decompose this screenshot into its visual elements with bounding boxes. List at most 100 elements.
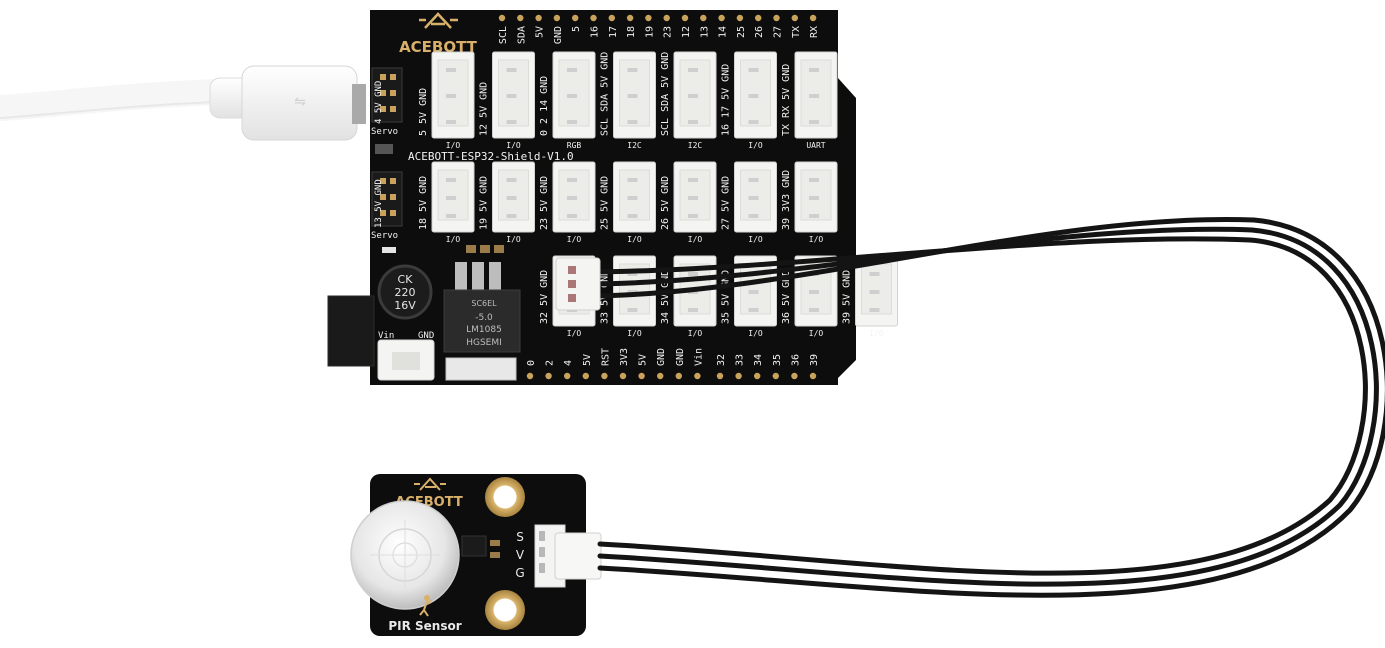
header-pin <box>390 194 396 200</box>
socket-contact <box>567 178 577 182</box>
bottom-pin-label: Vin <box>693 348 704 366</box>
header-pin <box>657 372 664 380</box>
cable-plug-on-shield <box>555 257 601 311</box>
sensor-name: PIR Sensor <box>388 619 461 633</box>
smd-component <box>375 144 393 154</box>
port-pin-label: 32 5V GND <box>539 270 550 324</box>
socket-contact <box>809 178 819 182</box>
socket-contact <box>688 272 698 276</box>
plug-contact <box>568 294 576 302</box>
socket-contact <box>869 290 880 294</box>
header-pin <box>590 14 597 22</box>
socket-contact <box>748 214 759 218</box>
socket-contact <box>627 94 638 98</box>
header-pin <box>553 14 561 22</box>
bottom-pin-label: 0 <box>526 360 537 366</box>
port-pin-label: 18 5V GND <box>418 176 429 230</box>
usb-c-metal <box>352 84 366 124</box>
grove-socket <box>861 263 892 315</box>
socket-contact <box>506 214 517 218</box>
bottom-pin-label: 39 <box>809 354 820 366</box>
top-pin-label: GND <box>553 26 564 44</box>
header-pin <box>638 372 645 380</box>
grove-socket <box>800 169 832 221</box>
sensor-pin-label-g: G <box>515 566 524 580</box>
top-pin-label: 27 <box>773 26 784 38</box>
port-tag: I/O <box>627 235 642 244</box>
header-pin <box>498 14 506 22</box>
port-pin-label: 27 5V GND <box>721 176 732 230</box>
pir-sensor-board: ACEBOTT PIR Sensor S V G <box>350 474 602 636</box>
servo-tag: Servo <box>371 231 398 241</box>
port-tag: I2C <box>688 141 703 150</box>
socket-contact <box>688 68 698 72</box>
header-pin <box>791 14 798 22</box>
socket-contact <box>809 196 819 200</box>
socket-contact <box>869 308 880 312</box>
port-pin-label: TX RX 5V GND <box>781 64 792 136</box>
socket-contact <box>446 214 456 218</box>
port-pin-label: 5 5V GND <box>418 88 429 136</box>
top-pin-label: 17 <box>608 26 619 38</box>
port-pin-label: 25 5V GND <box>600 176 611 230</box>
grove-socket <box>558 169 590 221</box>
sensor-chip <box>461 535 487 557</box>
top-pin-label: SDA <box>516 26 527 44</box>
top-pin-label: 18 <box>626 26 637 38</box>
header-pin <box>755 14 762 22</box>
port-pin-label: SCL SDA 5V GND <box>600 52 611 136</box>
grove-socket <box>437 169 469 221</box>
top-pin-label: 5V <box>535 26 546 38</box>
bottom-pin-label: 35 <box>772 354 783 366</box>
port-tag: I/O <box>567 329 582 338</box>
header-pin <box>619 372 627 380</box>
shield-model-label: ACEBOTT-ESP32-Shield-V1.0 <box>408 150 574 163</box>
servo-pin-label: 4 5V GND <box>374 81 384 124</box>
power-label-vin: Vin <box>378 331 394 341</box>
top-pin-label: 23 <box>663 26 674 38</box>
socket-contact <box>688 308 698 312</box>
socket-contact <box>506 196 517 200</box>
sensor-cable <box>587 216 1385 598</box>
smd-resistor <box>480 245 490 253</box>
grove-socket <box>619 169 650 221</box>
header-pin <box>380 178 386 184</box>
header-pin <box>564 372 571 380</box>
header-pin <box>517 14 524 22</box>
header-pin <box>390 210 396 216</box>
header-pin <box>390 178 396 184</box>
socket-contact <box>506 178 517 182</box>
svg-text:⇋: ⇋ <box>294 94 306 110</box>
person-icon <box>419 595 433 617</box>
top-pin-label: SCL <box>498 26 509 44</box>
socket-contact <box>748 196 759 200</box>
top-pin-label: 13 <box>699 26 710 38</box>
port-tag: I/O <box>446 235 461 244</box>
port-tag: I/O <box>809 329 824 338</box>
header-pin <box>772 372 779 380</box>
bottom-pin-label: 36 <box>790 354 801 366</box>
capacitor-text-line: CK <box>398 273 414 286</box>
header-pin <box>390 74 396 80</box>
header-pin <box>380 210 386 216</box>
top-pin-label: RX <box>809 26 820 38</box>
header-pin <box>380 106 386 112</box>
port-pin-label: 26 5V GND <box>660 176 671 230</box>
port-pin-label: 16 17 5V GND <box>721 64 732 136</box>
port-tag: I/O <box>748 329 763 338</box>
header-pin <box>390 90 396 96</box>
port-pin-label: 39 3V3 GND <box>781 170 792 230</box>
sensor-resistor <box>490 552 500 558</box>
socket-contact <box>809 120 819 124</box>
socket-contact <box>748 178 759 182</box>
capacitor-text-line: 16V <box>394 299 416 312</box>
header-pin <box>663 14 670 22</box>
socket-contact <box>627 290 638 294</box>
socket-contact <box>748 94 759 98</box>
header-pin <box>608 14 615 22</box>
grove-socket <box>679 169 711 221</box>
sensor-pin-label-v: V <box>516 548 525 562</box>
header-pin <box>582 372 589 380</box>
